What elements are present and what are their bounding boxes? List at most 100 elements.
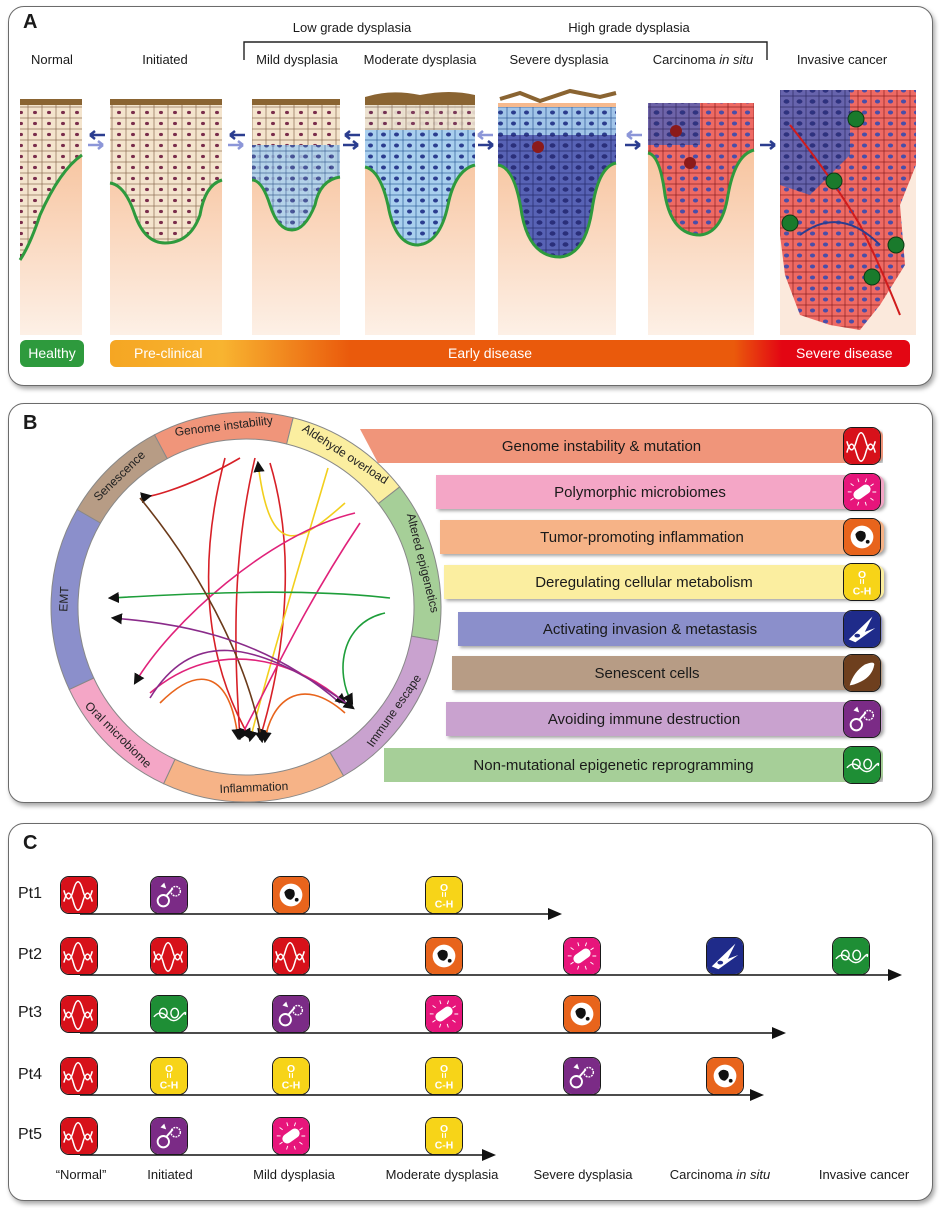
- stage-cis-text: Carcinoma: [652, 52, 720, 67]
- hallmark-label: Tumor-promoting inflammation: [540, 528, 744, 546]
- panel-b-label: B: [23, 412, 38, 434]
- svg-text:O: O: [440, 1124, 448, 1135]
- wheel-segment-label: EMT: [56, 585, 71, 612]
- patient-timeline-arrow: [80, 1089, 764, 1101]
- c-stage-initiated: Initiated: [147, 1167, 193, 1182]
- dna-icon: [60, 876, 98, 914]
- svg-text:O: O: [440, 1064, 448, 1075]
- aldehyde-icon: O C-H: [843, 563, 881, 601]
- hallmark-row: Non-mutational epigenetic reprogramming: [384, 748, 883, 782]
- bacterium-icon: [272, 1117, 310, 1155]
- immune-evasion-icon: [843, 700, 881, 738]
- immune-evasion-icon: [150, 876, 188, 914]
- dna-icon: [272, 937, 310, 975]
- svg-text:O: O: [165, 1064, 173, 1075]
- dna-icon: [60, 1057, 98, 1095]
- svg-text:O: O: [858, 570, 866, 581]
- stage-cis: Carcinoma in situ: [638, 52, 768, 67]
- immune-evasion-icon: [272, 995, 310, 1033]
- c-stage-cis-italic: in situ: [736, 1167, 771, 1182]
- tissue-progression-illustration: [18, 88, 916, 335]
- panel-b: B: [8, 403, 933, 803]
- tissue-severe: [497, 88, 617, 335]
- panel-a-label: A: [23, 11, 38, 33]
- patient-label: Pt1: [18, 885, 43, 902]
- dna-icon: [150, 937, 188, 975]
- patient-timeline-arrow: [80, 908, 562, 920]
- hallmark-label: Deregulating cellular metabolism: [535, 573, 753, 591]
- epigenetic-icon: [832, 937, 870, 975]
- aldehyde-icon: O C-H: [425, 1057, 463, 1095]
- wheel-segment: [162, 751, 345, 803]
- immune-evasion-icon: [150, 1117, 188, 1155]
- tissue-invasive: [780, 90, 916, 335]
- hallmark-row: Genome instability & mutation: [360, 429, 883, 463]
- bacterium-icon: [425, 995, 463, 1033]
- svg-text:C-H: C-H: [435, 1080, 454, 1091]
- c-stage-moderate: Moderate dysplasia: [385, 1167, 499, 1182]
- stage-cis-italic: in situ: [719, 52, 754, 67]
- epigenetic-icon: [843, 746, 881, 784]
- dna-icon: [843, 427, 881, 465]
- hallmark-row: Deregulating cellular metabolism: [444, 565, 884, 599]
- svg-text:C-H: C-H: [435, 899, 454, 910]
- hallmark-label: Avoiding immune destruction: [547, 710, 741, 728]
- c-stage-invasive: Invasive cancer: [818, 1167, 910, 1182]
- panel-c-label: C: [23, 832, 38, 854]
- hallmark-label: Genome instability & mutation: [501, 437, 702, 455]
- bar-severe-disease: Severe disease: [796, 345, 893, 361]
- bar-preclinical: Pre-clinical: [134, 345, 203, 361]
- macrophage-icon: [843, 518, 881, 556]
- hallmark-label: Senescent cells: [594, 664, 700, 682]
- aldehyde-icon: O C-H: [272, 1057, 310, 1095]
- patient-timeline-arrow: [80, 1149, 496, 1161]
- patient-label: Pt3: [18, 1004, 43, 1021]
- stage-initiated: Initiated: [142, 52, 188, 67]
- bar-early-disease: Early disease: [448, 345, 533, 361]
- hallmark-label: Polymorphic microbiomes: [554, 483, 726, 501]
- bacterium-icon: [843, 473, 881, 511]
- macrophage-icon: [563, 995, 601, 1033]
- stage-mild: Mild dysplasia: [256, 52, 338, 67]
- svg-text:C-H: C-H: [853, 586, 872, 597]
- patient-timeline-arrow: [80, 969, 902, 981]
- wheel-segment: [377, 486, 442, 642]
- c-stage-severe: Severe dysplasia: [533, 1167, 633, 1182]
- c-stage-normal: “Normal”: [55, 1167, 107, 1182]
- stage-normal: Normal: [31, 52, 73, 67]
- grade-bracket: [243, 41, 768, 60]
- wheel-segment-label: Inflammation: [219, 779, 288, 796]
- c-stage-cis: Carcinoma in situ: [670, 1167, 770, 1182]
- macrophage-icon: [706, 1057, 744, 1095]
- low-grade-label: Low grade dysplasia: [292, 20, 412, 35]
- svg-text:O: O: [287, 1064, 295, 1075]
- immune-evasion-icon: [563, 1057, 601, 1095]
- macrophage-icon: [425, 937, 463, 975]
- hallmark-label: Non-mutational epigenetic reprogramming: [473, 756, 754, 774]
- patient-label: Pt4: [18, 1066, 43, 1083]
- tissue-carcinoma-in-situ: [647, 103, 755, 335]
- senescent-cell-icon: [843, 654, 881, 692]
- tissue-moderate: [364, 92, 476, 335]
- dna-icon: [60, 1117, 98, 1155]
- stage-invasive: Invasive cancer: [796, 52, 888, 67]
- bacterium-icon: [563, 937, 601, 975]
- epigenetic-icon: [150, 995, 188, 1033]
- high-grade-label: High grade dysplasia: [568, 20, 690, 35]
- stage-moderate: Moderate dysplasia: [363, 52, 477, 67]
- c-stage-cis-text: Carcinoma: [669, 1167, 737, 1182]
- disease-gradient-bar: [110, 340, 910, 367]
- svg-text:C-H: C-H: [282, 1080, 301, 1091]
- interaction-arrows: [107, 457, 391, 744]
- wheel-segment-label: Immune escape: [364, 671, 425, 749]
- svg-text:O: O: [440, 883, 448, 894]
- bar-healthy: Healthy: [20, 340, 84, 367]
- stage-severe: Severe dysplasia: [509, 52, 609, 67]
- hallmark-row: Avoiding immune destruction: [446, 702, 882, 736]
- tissue-initiated: [109, 99, 223, 335]
- wheel-segment-label: Oral microbiome: [82, 699, 154, 771]
- hallmark-row: Activating invasion & metastasis: [458, 612, 882, 646]
